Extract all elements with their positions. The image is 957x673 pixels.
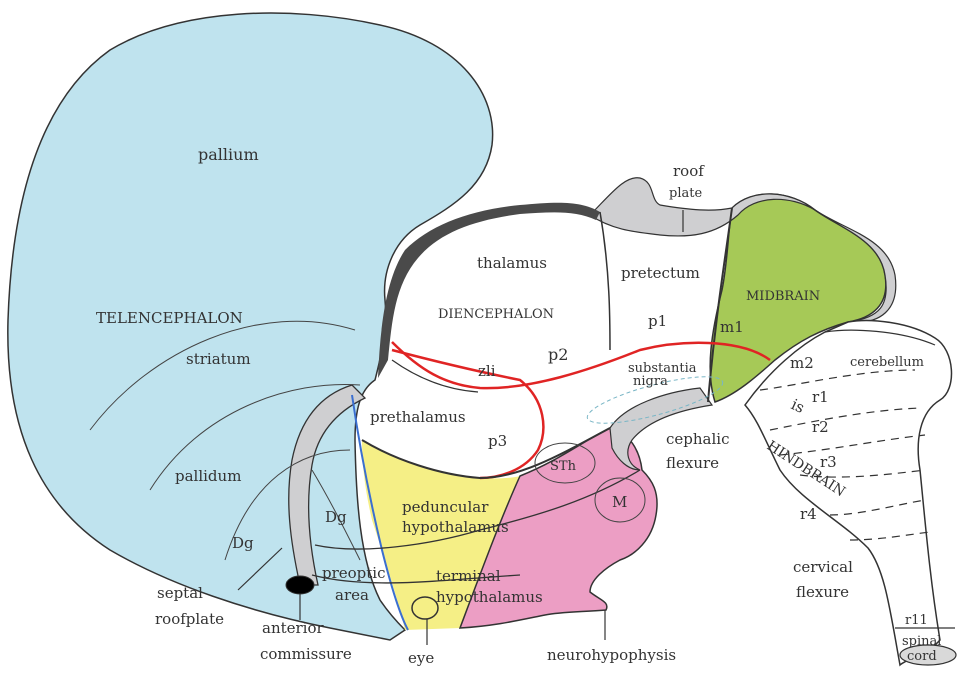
label-cerebellum: cerebellum xyxy=(850,355,924,370)
label-roof: roof xyxy=(673,162,705,180)
label-sth: STh xyxy=(550,459,577,474)
label-p1: p1 xyxy=(648,312,667,330)
label-r2: r2 xyxy=(812,418,829,436)
label-m: M xyxy=(612,493,627,511)
label-septal: septal xyxy=(157,584,203,602)
label-commissure: commissure xyxy=(260,645,352,663)
label-nigra: nigra xyxy=(633,374,668,389)
label-hypothalamus: hypothalamus xyxy=(402,518,509,536)
label-pallium: pallium xyxy=(198,145,259,164)
label-roofplate: roofplate xyxy=(155,610,224,628)
label-terminal: terminal xyxy=(436,567,501,585)
label-telencephalon: TELENCEPHALON xyxy=(96,309,243,327)
label-p2: p2 xyxy=(548,345,568,364)
label-peduncular: peduncular xyxy=(402,498,489,516)
label-neurohypophysis: neurohypophysis xyxy=(547,646,676,664)
label-plate: plate xyxy=(669,186,702,201)
label-striatum: striatum xyxy=(186,350,251,368)
label-cephalic: cephalic xyxy=(666,430,729,448)
label-dg-right: Dg xyxy=(325,508,347,526)
label-area: area xyxy=(335,586,369,604)
label-pretectum: pretectum xyxy=(621,264,700,282)
label-dg-left: Dg xyxy=(232,534,254,552)
label-midbrain: MIDBRAIN xyxy=(746,289,820,304)
label-spinal: spinal xyxy=(902,634,941,649)
anterior-commissure-mark xyxy=(286,576,314,594)
label-r3: r3 xyxy=(820,453,837,471)
label-terminal-hypothalamus: hypothalamus xyxy=(436,588,543,606)
label-r11: r11 xyxy=(905,613,928,628)
label-preoptic: preoptic xyxy=(322,564,386,582)
label-thalamus: thalamus xyxy=(477,254,547,272)
label-pallidum: pallidum xyxy=(175,467,241,485)
label-p3: p3 xyxy=(488,432,507,450)
label-r1: r1 xyxy=(812,388,829,406)
label-m1: m1 xyxy=(720,318,744,336)
label-cord: cord xyxy=(907,649,937,664)
label-prethalamus: prethalamus xyxy=(370,408,466,426)
label-flexure: flexure xyxy=(666,454,719,472)
label-eye: eye xyxy=(408,649,434,667)
diencephalon-outline xyxy=(600,212,610,350)
label-m2: m2 xyxy=(790,354,814,372)
label-anterior: anterior xyxy=(262,619,325,637)
label-r4: r4 xyxy=(800,505,817,523)
label-diencephalon: DIENCEPHALON xyxy=(438,307,554,322)
label-cervical: cervical xyxy=(793,558,853,576)
label-cervical-flexure: flexure xyxy=(796,583,849,601)
label-zli: zli xyxy=(478,362,496,380)
